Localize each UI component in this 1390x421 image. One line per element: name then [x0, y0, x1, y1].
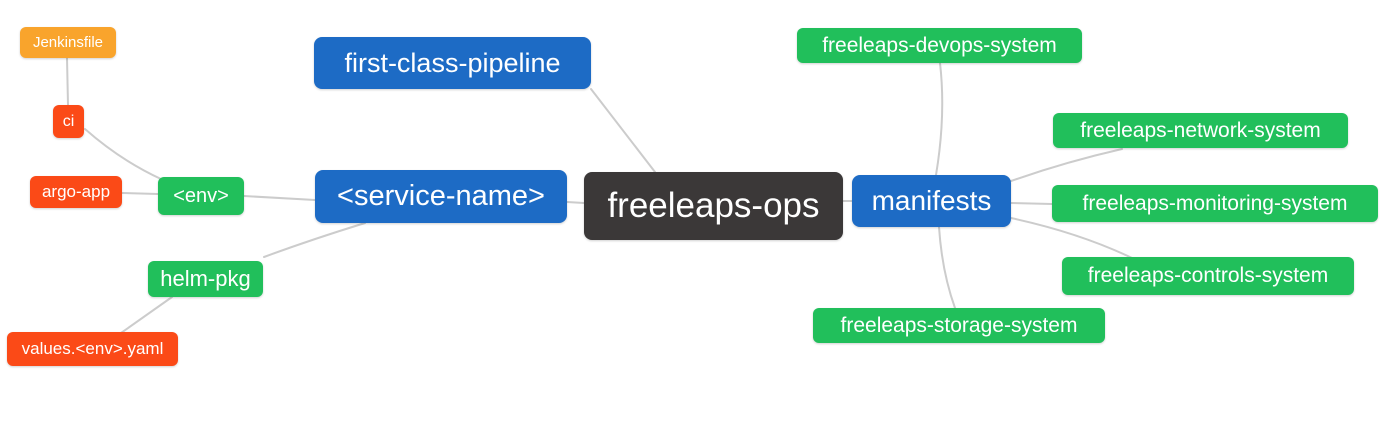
edge-argo-app-env [121, 192, 159, 195]
node-freeleaps-storage-system[interactable]: freeleaps-storage-system [813, 308, 1105, 343]
node-freeleaps-network-system[interactable]: freeleaps-network-system [1053, 113, 1348, 148]
node-service-name[interactable]: <service-name> [315, 170, 567, 223]
edge-manifests-monitoring [1010, 202, 1053, 205]
edge-service-name-root [566, 201, 585, 204]
node-argo-app[interactable]: argo-app [30, 176, 122, 208]
node-helm-pkg[interactable]: helm-pkg [148, 261, 263, 297]
edge-manifests-network [1010, 148, 1123, 182]
node-ci[interactable]: ci [53, 105, 84, 138]
edge-service-name-helm-pkg [263, 222, 366, 258]
edge-jenkinsfile-ci [66, 57, 69, 106]
node-values-env-yaml[interactable]: values.<env>.yaml [7, 332, 178, 366]
node-freeleaps-devops-system[interactable]: freeleaps-devops-system [797, 28, 1082, 63]
edge-manifests-storage [938, 226, 956, 309]
node-freeleaps-ops-root[interactable]: freeleaps-ops [584, 172, 843, 240]
edge-manifests-devops [935, 62, 944, 176]
edge-ci-env [84, 128, 162, 180]
edge-helm-pkg-values [120, 296, 173, 334]
node-jenkinsfile[interactable]: Jenkinsfile [20, 27, 116, 58]
node-first-class-pipeline[interactable]: first-class-pipeline [314, 37, 591, 89]
edge-env-service-name [243, 195, 316, 201]
node-manifests[interactable]: manifests [852, 175, 1011, 227]
node-env[interactable]: <env> [158, 177, 244, 215]
node-freeleaps-monitoring-system[interactable]: freeleaps-monitoring-system [1052, 185, 1378, 222]
edge-manifests-controls [1010, 217, 1133, 259]
edge-pipeline-root [590, 88, 656, 173]
node-freeleaps-controls-system[interactable]: freeleaps-controls-system [1062, 257, 1354, 295]
